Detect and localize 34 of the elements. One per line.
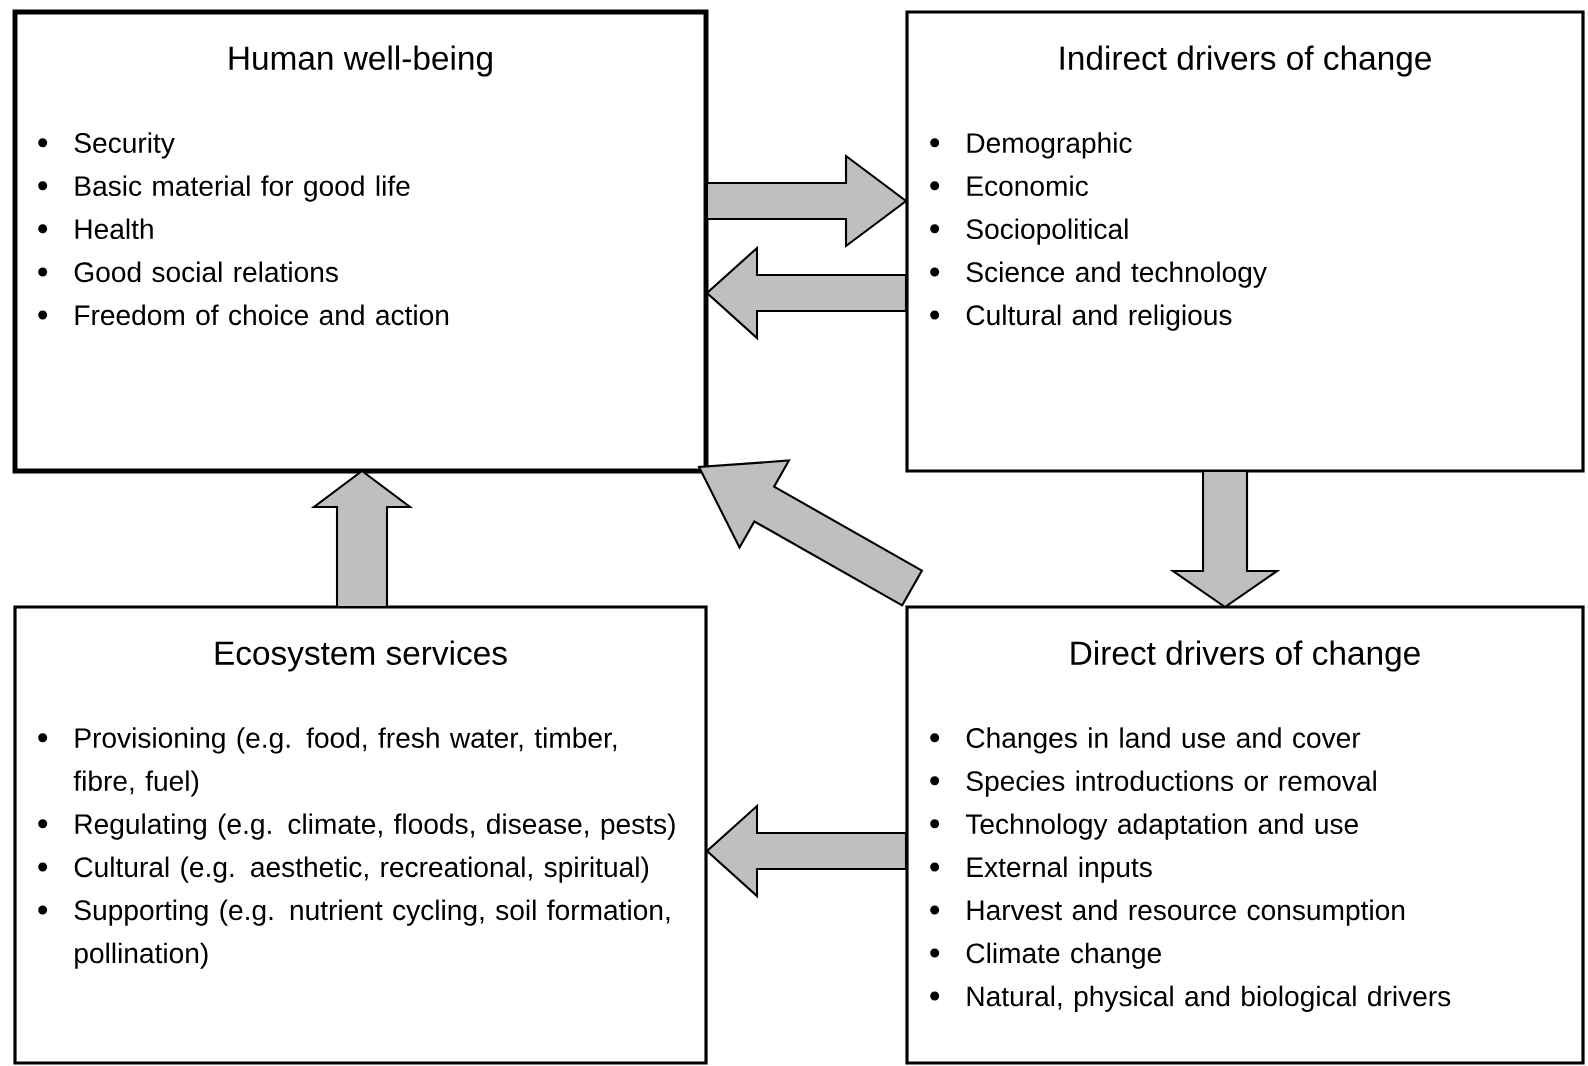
block-arrow xyxy=(705,245,908,341)
panel-box xyxy=(905,10,1585,473)
bullet-item: Changes in land use and cover xyxy=(930,727,1361,754)
panel-heading: Ecosystem services xyxy=(215,640,507,672)
bullet-item: Species introductions or removal xyxy=(930,770,1376,797)
block-arrow xyxy=(310,469,414,609)
bullet-item: Cultural (e.g. aesthetic, recreational, spiritual) xyxy=(38,856,649,883)
block-arrow xyxy=(705,153,908,249)
panel-box xyxy=(905,605,1585,1065)
bullet-item: Basic material for good life xyxy=(38,175,410,202)
bullet-item: Cultural and religious xyxy=(930,304,1232,331)
bullet-item: Economic xyxy=(930,175,1088,197)
bullet-item: Technology adaptation and use xyxy=(930,813,1358,840)
panel-heading: Direct drivers of change xyxy=(1071,640,1420,672)
panel-box xyxy=(12,9,709,474)
panel-box xyxy=(13,605,708,1065)
panel-heading: Indirect drivers of change xyxy=(1060,45,1431,77)
bullet-item: Supporting (e.g. nutrient cycling, soil formation, pollination) xyxy=(38,899,670,969)
bullet-item: Sociopolitical xyxy=(930,218,1128,245)
bullet-item: Provisioning (e.g. food, fresh water, timber, fibre, fuel) xyxy=(38,727,617,797)
bullet-item: Natural, physical and biological drivers xyxy=(930,985,1451,1012)
block-arrow xyxy=(1169,469,1281,609)
bullet-item: Security xyxy=(38,132,175,159)
bullet-item: External inputs xyxy=(930,856,1152,883)
bullet-item: Climate change xyxy=(930,942,1161,969)
bullet-item: Demographic xyxy=(930,132,1132,159)
panel-heading: Human well-being xyxy=(229,45,492,77)
block-arrow xyxy=(705,803,908,899)
bullet-item: Regulating (e.g. climate, floods, disease, pests) xyxy=(38,813,675,840)
bullet-item: Science and technology xyxy=(930,261,1267,288)
bullet-item: Health xyxy=(38,218,153,240)
bullet-item: Good social relations xyxy=(38,261,338,283)
bullet-item: Harvest and resource consumption xyxy=(930,899,1405,926)
bullet-item: Freedom of choice and action xyxy=(38,304,449,326)
